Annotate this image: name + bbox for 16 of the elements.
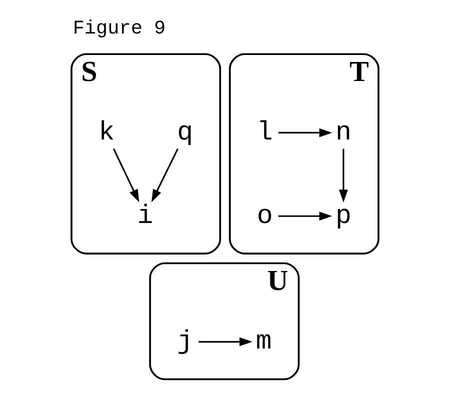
- node-text: m: [256, 326, 272, 357]
- arrow: [278, 212, 332, 221]
- node-text: j: [177, 326, 194, 357]
- arrow: [151, 148, 178, 202]
- arrow: [112, 148, 140, 202]
- node-text: o: [256, 200, 273, 231]
- node-text: q: [177, 117, 194, 148]
- node-text: l: [256, 117, 273, 148]
- arrow: [198, 337, 252, 346]
- node-text: n: [335, 117, 352, 148]
- node-text: p: [335, 200, 352, 231]
- node-text: i: [137, 200, 154, 231]
- node-text: k: [98, 117, 115, 148]
- diagram-title: Figure 9: [72, 17, 166, 40]
- arrow: [278, 128, 332, 138]
- arrow: [338, 148, 348, 203]
